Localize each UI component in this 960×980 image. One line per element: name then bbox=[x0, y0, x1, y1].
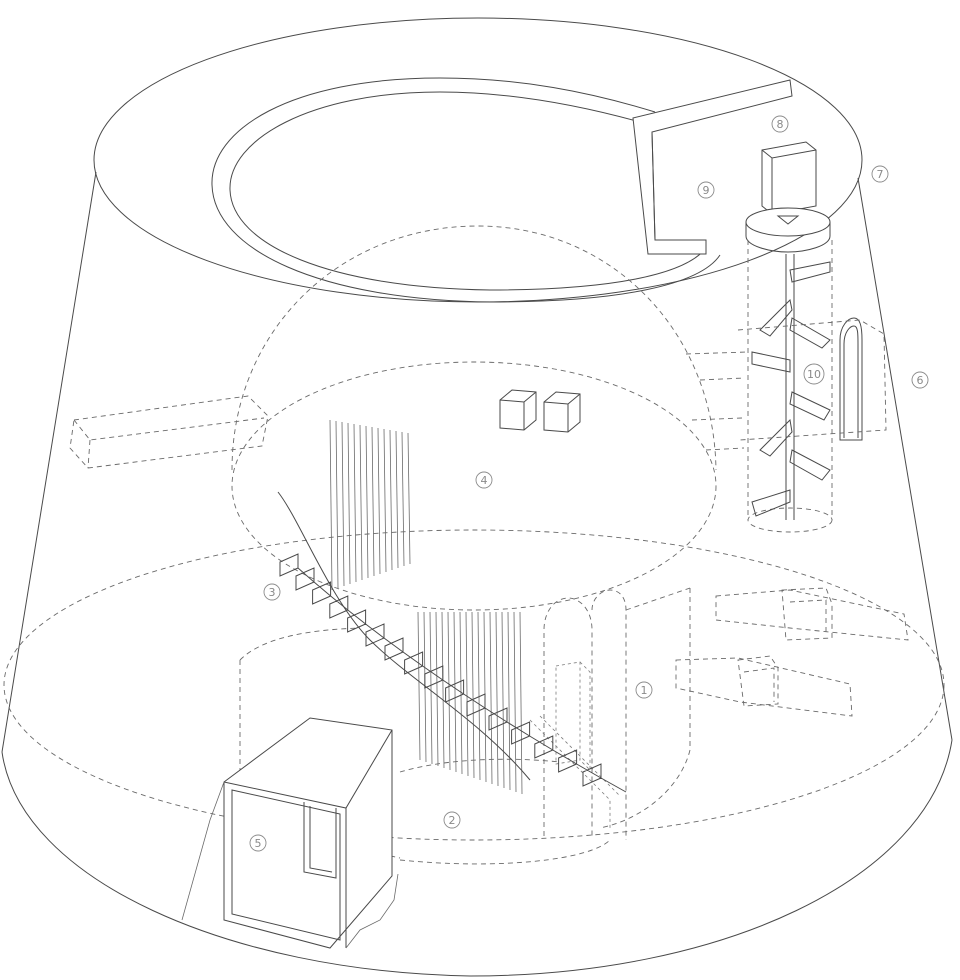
lower-chamber bbox=[3, 529, 945, 865]
callout-label: 4 bbox=[481, 474, 488, 487]
skylight-cube-b bbox=[543, 391, 581, 433]
lower-chamber-floor bbox=[3, 529, 945, 841]
lower-floor-line bbox=[399, 758, 561, 773]
main-stair bbox=[279, 553, 627, 793]
niche-insert-lines bbox=[529, 715, 621, 830]
callout-4: 4 bbox=[475, 471, 493, 489]
left-tunnel-outline bbox=[69, 395, 269, 469]
callout-label: 6 bbox=[917, 374, 924, 387]
stair-steps bbox=[279, 553, 627, 793]
callout-ring bbox=[635, 681, 653, 699]
arched-window-inner bbox=[843, 325, 859, 438]
callout-ring bbox=[443, 811, 461, 829]
rod-lines bbox=[329, 419, 523, 795]
stair-shaft bbox=[747, 240, 833, 520]
callout-label: 2 bbox=[449, 814, 456, 827]
dome-arc bbox=[231, 225, 717, 471]
callout-2: 2 bbox=[443, 811, 461, 829]
callout-ring bbox=[263, 583, 281, 601]
entrance-box bbox=[181, 717, 399, 949]
right-tunnel-lower-box bbox=[737, 655, 779, 707]
arch-top-edge bbox=[625, 587, 691, 611]
callout-ring bbox=[911, 371, 929, 389]
courtyard-opening bbox=[211, 77, 793, 303]
lower-chamber-wall-right bbox=[599, 588, 691, 829]
right-tunnels bbox=[675, 587, 909, 717]
callout-label: 9 bbox=[703, 184, 710, 197]
stair-shaft-base bbox=[747, 507, 833, 533]
entrance-box-edges bbox=[223, 729, 393, 948]
callout-7: 7 bbox=[871, 165, 889, 183]
cone-top-rim bbox=[93, 17, 863, 303]
callout-5: 5 bbox=[249, 834, 267, 852]
entrance-door bbox=[303, 802, 337, 879]
callouts: 1 2 3 4 5 6 7 8 9 10 bbox=[249, 115, 929, 852]
spiral-treads bbox=[751, 261, 831, 517]
callout-8: 8 bbox=[771, 115, 789, 133]
callout-ring bbox=[771, 115, 789, 133]
callout-9: 9 bbox=[697, 181, 715, 199]
cone-left-edge bbox=[1, 171, 97, 753]
lower-chamber-floor-front bbox=[399, 839, 611, 865]
stair-tower bbox=[685, 141, 887, 533]
roof-hatch-edges bbox=[761, 149, 817, 214]
callout-10: 10 bbox=[803, 363, 825, 385]
callout-ring bbox=[871, 165, 889, 183]
callout-label: 7 bbox=[877, 168, 884, 181]
entrance-box-shell bbox=[223, 717, 393, 949]
stair-newel bbox=[785, 254, 795, 520]
stair-cap-top bbox=[745, 207, 831, 237]
right-tunnel-upper bbox=[715, 589, 909, 641]
callout-label: 8 bbox=[777, 118, 784, 131]
callout-3: 3 bbox=[263, 583, 281, 601]
cone-base-front bbox=[1, 739, 953, 977]
entrance-cut-edges bbox=[181, 781, 399, 949]
callout-label: 10 bbox=[807, 368, 821, 381]
roof-hatch-box bbox=[761, 141, 817, 215]
right-tunnel-lower bbox=[675, 657, 853, 717]
callout-ring bbox=[803, 363, 825, 385]
cone-right-edge bbox=[857, 177, 953, 741]
arch-niche-a bbox=[543, 597, 593, 836]
arched-window bbox=[839, 317, 863, 441]
courtyard-rim-inner bbox=[229, 91, 707, 291]
callout-ring bbox=[475, 471, 493, 489]
niche-insert-a bbox=[555, 661, 591, 771]
right-tunnel-upper-box bbox=[781, 587, 833, 641]
callout-ring bbox=[697, 181, 715, 199]
dome-base bbox=[231, 361, 717, 611]
slot-inner-edge bbox=[651, 131, 656, 241]
hanging-rods bbox=[329, 419, 523, 795]
left-tunnel bbox=[69, 395, 269, 469]
callout-ring bbox=[249, 834, 267, 852]
skylight-cube-a bbox=[499, 389, 537, 431]
left-tunnel-edges bbox=[73, 417, 265, 469]
stair-handrail bbox=[277, 491, 531, 781]
tower-passage-lines bbox=[685, 351, 749, 451]
stair-cap-side bbox=[745, 222, 831, 253]
callout-6: 6 bbox=[911, 371, 929, 389]
tower-room-upper bbox=[737, 319, 887, 441]
dome bbox=[231, 225, 717, 611]
callout-label: 5 bbox=[255, 837, 262, 850]
arched-niches bbox=[529, 587, 691, 840]
callout-label: 3 bbox=[269, 586, 276, 599]
callout-1: 1 bbox=[635, 681, 653, 699]
courtyard-rim-outer bbox=[211, 77, 721, 303]
arch-niche-b bbox=[591, 589, 627, 840]
stair-cap-mark bbox=[776, 215, 800, 225]
callout-label: 1 bbox=[641, 684, 648, 697]
lower-chamber-ceiling-left bbox=[239, 627, 361, 661]
